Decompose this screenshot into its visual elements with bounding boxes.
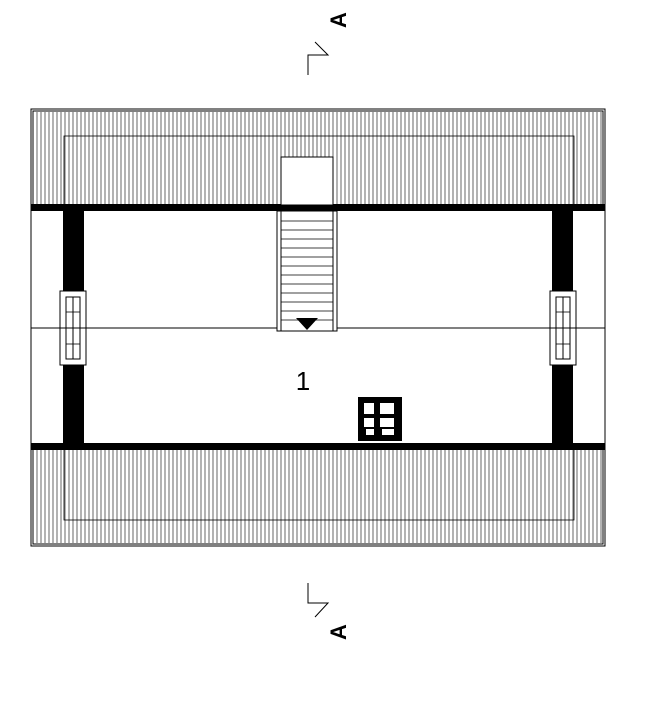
chimney-icon xyxy=(358,397,402,441)
roof-slope-bottom xyxy=(32,448,604,545)
section-marker-top: A xyxy=(307,12,351,75)
wall-left-upper xyxy=(63,211,84,291)
roof-hatch-bottom xyxy=(36,450,602,543)
stair-run xyxy=(276,210,338,332)
wall-left-lower xyxy=(63,365,84,443)
stair-treads xyxy=(281,220,333,321)
room-number: 1 xyxy=(296,366,310,396)
wall-right-lower xyxy=(552,365,573,443)
section-marker-bottom: A xyxy=(307,583,351,640)
stair-opening-top xyxy=(280,156,334,206)
section-cut-line-bottom xyxy=(307,583,330,618)
staircase xyxy=(276,156,338,332)
wall-top xyxy=(31,204,605,211)
wall-right-upper xyxy=(552,211,573,291)
section-label-top: A xyxy=(326,12,351,28)
wall-bottom xyxy=(31,443,605,450)
arrow-down-icon xyxy=(296,318,318,330)
section-label-bottom: A xyxy=(326,624,351,640)
section-cut-line-top xyxy=(307,41,330,75)
